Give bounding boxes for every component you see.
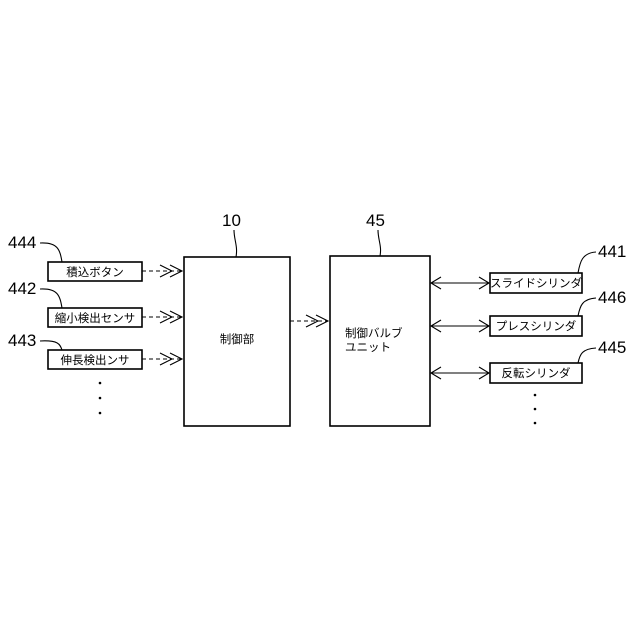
ref-number-444: 444 [8,233,36,252]
input-block-444: 積込ボタン 444 [8,233,142,281]
leader-line [578,252,596,273]
valve-unit-block: 制御バルブ ユニット 45 [330,211,430,426]
input-block-442: 縮小検出センサ 442 [8,279,142,327]
valve-unit-label-line1: 制御バルブ [345,326,403,340]
controller-label: 制御部 [220,332,255,346]
leader-line [578,298,596,316]
ref-number-45: 45 [366,211,385,230]
input-label-retract-sensor: 縮小検出センサ [55,311,136,325]
output-block-445: 反転シリンダ 445 [490,338,626,383]
ref-number-442: 442 [8,279,36,298]
leader-line [40,243,62,262]
ref-number-10: 10 [222,211,241,230]
output-label-slide-cylinder: スライドシリンダ [490,276,582,290]
output-label-reversing-cylinder: 反転シリンダ [502,366,571,380]
arrowhead [306,315,328,327]
output-block-441: スライドシリンダ 441 [490,242,626,293]
leader-line [40,289,62,308]
control-signal-arrow [290,315,328,327]
controller-block: 制御部 10 [184,211,290,426]
ref-number-443: 443 [8,331,36,350]
ellipsis-dots-left [99,382,102,415]
leader-line [378,230,381,256]
valve-unit-label-line2: ユニット [345,340,391,354]
ref-number-445: 445 [598,338,626,357]
ref-number-441: 441 [598,242,626,261]
input-label-loading-button: 積込ボタン [66,265,124,279]
input-block-443: 伸長検出ンサ 443 [8,331,142,369]
hydraulic-connections [431,277,489,379]
input-signal-arrows [142,265,182,365]
output-block-446: プレスシリンダ 446 [490,288,626,336]
input-label-extend-sensor: 伸長検出ンサ [61,353,130,367]
leader-line [234,230,237,257]
output-label-press-cylinder: プレスシリンダ [496,319,577,333]
ellipsis-dots-right [534,394,537,425]
leader-line [578,348,596,363]
leader-line [40,341,62,350]
ref-number-446: 446 [598,288,626,307]
